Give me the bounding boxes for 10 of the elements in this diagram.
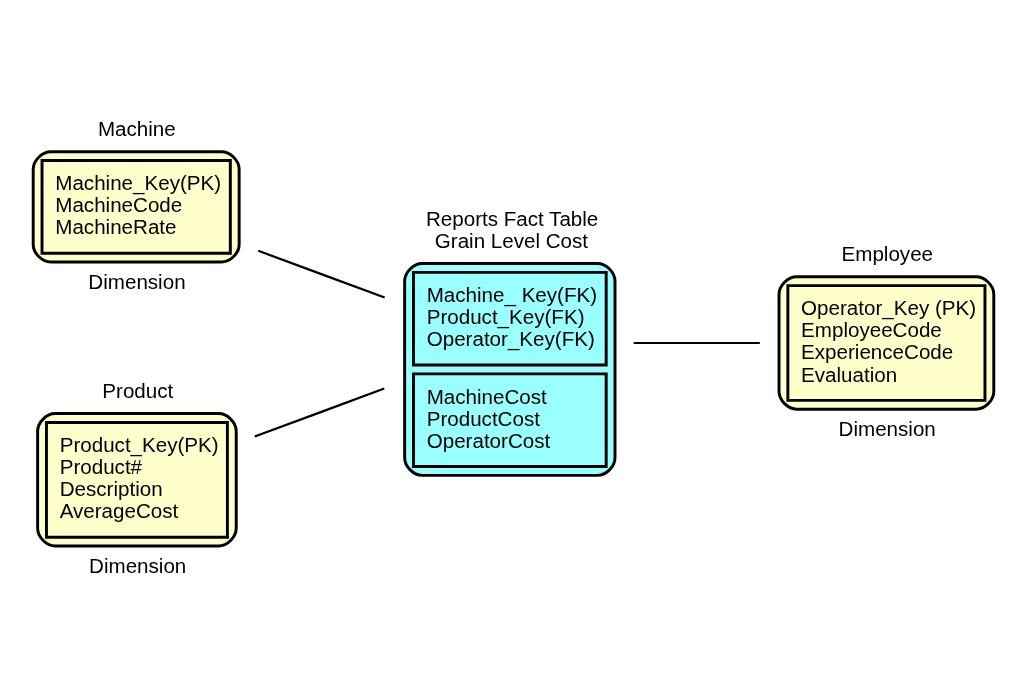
node-label: Dimension <box>838 416 936 440</box>
node-label: Machine <box>97 116 176 140</box>
node-label: Employee <box>841 241 934 265</box>
connector <box>257 249 385 299</box>
node-label: Dimension <box>88 269 186 293</box>
connector <box>633 341 760 344</box>
node-label: Reports Fact Table Grain Level Cost <box>425 206 599 252</box>
connector <box>254 387 385 438</box>
node-label: Product <box>102 378 174 402</box>
node-label: Dimension <box>89 553 187 577</box>
